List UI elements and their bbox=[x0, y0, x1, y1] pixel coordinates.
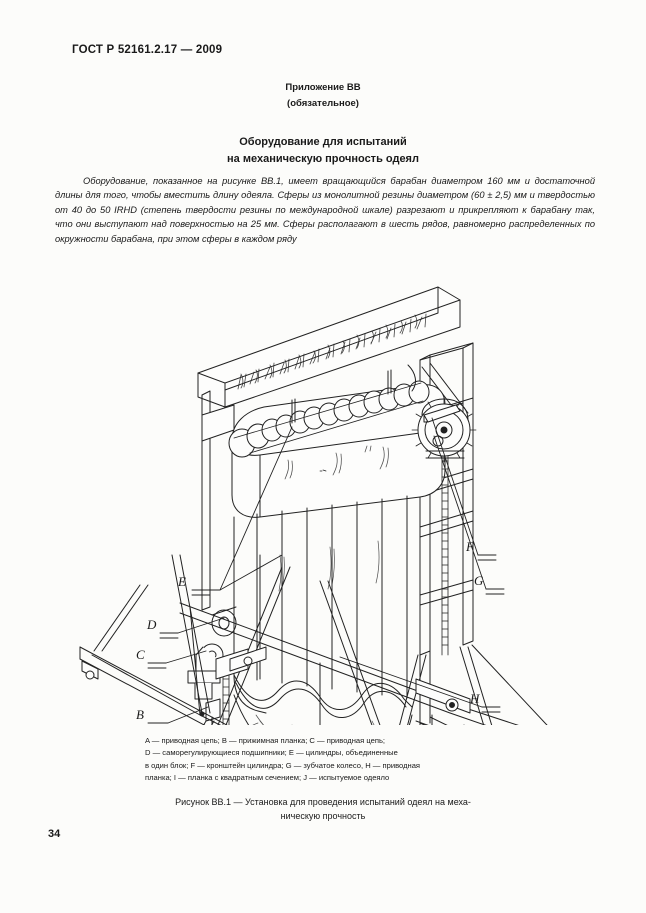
figure-caption-line-2: ническую прочность bbox=[280, 811, 366, 821]
body-paragraph-container: Оборудование, показанное на рисунке ВВ.1… bbox=[55, 174, 595, 246]
callout-label-C: C bbox=[136, 647, 145, 662]
callout-label-G: G bbox=[474, 573, 484, 588]
upper-hood-panel bbox=[197, 286, 461, 408]
figure-legend: A — приводная цепь; B — прижимная планка… bbox=[145, 735, 505, 785]
page-number: 34 bbox=[48, 828, 61, 840]
self-adjusting-bearings bbox=[211, 606, 237, 637]
technical-drawing-figure: E D C B A F G H I J bbox=[20, 255, 626, 725]
figure-caption: Рисунок ВВ.1 — Установка для проведения … bbox=[123, 795, 523, 823]
callout-label-D: D bbox=[146, 617, 157, 632]
page-title-line-1: Оборудование для испытаний bbox=[239, 136, 407, 148]
cylinder-bracket bbox=[423, 404, 461, 423]
page-title: Оборудование для испытаний на механическ… bbox=[0, 134, 646, 167]
figure-legend-line-3: в один блок; F — кронштейн цилиндра; G —… bbox=[145, 760, 421, 770]
apparatus-drawing-svg: E D C B A F G H I J bbox=[79, 286, 548, 725]
callout-label-B: B bbox=[136, 707, 144, 722]
figure-legend-line-1: A — приводная цепь; B — прижимная планка… bbox=[145, 736, 386, 745]
annex-title: Приложение ВВ bbox=[285, 82, 361, 93]
callout-label-E: E bbox=[177, 574, 186, 589]
callout-leaders bbox=[147, 417, 505, 724]
drive-plate-mechanism bbox=[415, 678, 471, 725]
left-frame-post bbox=[201, 390, 235, 611]
left-mid-bracket bbox=[215, 646, 267, 680]
page-title-line-2: на механическую прочность одеял bbox=[227, 152, 419, 165]
callout-labels: E D C B A F G H I J bbox=[136, 539, 484, 722]
standard-header: ГОСТ Р 52161.2.17 — 2009 bbox=[72, 44, 223, 56]
body-paragraph: Оборудование, показанное на рисунке ВВ.1… bbox=[55, 176, 595, 244]
figure-legend-line-4: планка; I — планка с квадратным сечением… bbox=[145, 773, 390, 783]
hood-connector-rods bbox=[291, 364, 416, 424]
callout-label-F: F bbox=[465, 539, 475, 554]
figure-caption-line-1: Рисунок ВВ.1 — Установка для проведения … bbox=[175, 797, 471, 807]
drive-chain-right bbox=[441, 455, 449, 656]
annex-subtitle: (обязательное) bbox=[287, 98, 359, 109]
callout-label-H: H bbox=[469, 691, 480, 706]
test-blanket bbox=[233, 495, 413, 725]
annex-block: Приложение ВВ (обязательное) bbox=[0, 80, 646, 112]
base-frame-trolley bbox=[79, 554, 548, 725]
figure-legend-line-2: D — саморегулирующиеся подшипники; E — ц… bbox=[145, 748, 398, 758]
